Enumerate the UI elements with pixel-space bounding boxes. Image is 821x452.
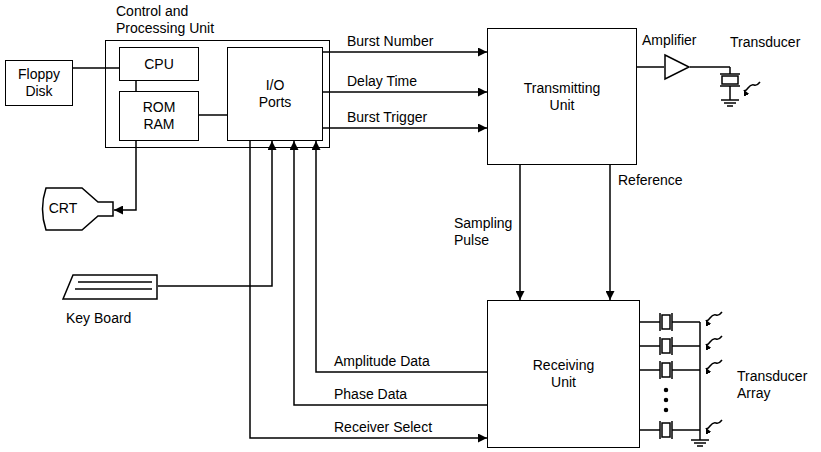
signal-line <box>114 141 136 210</box>
box-label: Transmitting Unit <box>524 80 601 114</box>
amplifier-symbol <box>664 54 690 80</box>
keyboard-symbol <box>63 275 157 299</box>
symbol-label: Amplifier <box>642 32 696 49</box>
wire <box>640 321 660 323</box>
box-label: ROM RAM <box>143 99 176 133</box>
signal-line <box>158 141 272 286</box>
wave-symbol <box>706 420 722 429</box>
wave-symbol <box>706 312 722 321</box>
signal-name: Burst Trigger <box>345 109 429 126</box>
signal-name: Amplitude Data <box>332 353 432 370</box>
signal-name: Receiver Select <box>332 419 434 436</box>
wave-symbol <box>706 360 722 369</box>
transducer-symbol <box>659 421 661 439</box>
box-label: Floppy Disk <box>18 66 60 100</box>
wire <box>672 369 700 371</box>
unit-box: Receiving Unit <box>487 300 640 448</box>
signal-line <box>199 114 227 116</box>
wire <box>699 322 701 440</box>
part-name: Transducer Array <box>735 368 809 402</box>
ground-symbol <box>724 102 736 104</box>
box-label: I/O Ports <box>259 77 292 111</box>
signal-line <box>519 165 521 300</box>
signal-line <box>323 91 487 93</box>
transducer-symbol <box>720 73 740 75</box>
signal-name: Reference <box>616 172 685 189</box>
box-label: Receiving Unit <box>533 357 594 391</box>
io-box: I/O Ports <box>227 47 323 141</box>
signal-line <box>73 67 119 69</box>
signal-line <box>250 141 487 438</box>
transducer-symbol <box>662 363 670 377</box>
ground-symbol <box>694 442 706 444</box>
part-name: Transducer <box>728 34 802 51</box>
wire <box>672 429 700 431</box>
ground-symbol <box>697 445 703 447</box>
signal-name: Delay Time <box>345 73 419 90</box>
wire <box>729 67 731 74</box>
amplifier-symbol <box>665 55 689 79</box>
transducer-symbol <box>722 76 738 84</box>
crt-symbol: CRT <box>38 186 114 232</box>
memory-box: ROM RAM <box>119 91 199 141</box>
transducer-symbol <box>662 315 670 329</box>
ground-symbol <box>721 99 739 101</box>
signal-line <box>637 66 664 68</box>
box-label: Control and Processing Unit <box>116 3 234 37</box>
wire <box>640 345 660 347</box>
transducer-symbol <box>659 337 661 355</box>
wire <box>690 66 730 68</box>
wave-symbol <box>744 82 760 91</box>
transducer-symbol <box>659 313 661 331</box>
ellipsis-dot <box>665 399 668 402</box>
wire <box>729 86 731 100</box>
keyboard-symbol: Key Board <box>62 272 158 330</box>
transducer-symbol <box>662 339 670 353</box>
transducer-symbol <box>659 361 661 379</box>
ellipsis-dot <box>665 389 668 392</box>
wire <box>672 345 700 347</box>
signal-name: Burst Number <box>345 33 435 50</box>
amplifier-symbol: Amplifier <box>664 54 690 80</box>
wire <box>640 369 660 371</box>
unit-box: Transmitting Unit <box>487 28 637 165</box>
ground-symbol <box>727 105 733 107</box>
crt-symbol <box>43 188 114 230</box>
ellipsis-dot <box>665 409 668 412</box>
keyboard-symbol <box>78 281 152 283</box>
connectors <box>73 52 664 438</box>
process-box: CPU <box>119 47 199 81</box>
signal-line <box>323 51 487 53</box>
wave-symbol <box>706 336 722 345</box>
signal-line <box>323 127 487 129</box>
symbol-label: CRT <box>46 200 80 217</box>
wire <box>640 429 660 431</box>
signal-name: Phase Data <box>332 386 409 403</box>
keyboard-symbol <box>75 288 152 290</box>
box-label: CPU <box>144 56 174 73</box>
signal-line <box>294 141 487 405</box>
wire <box>672 321 700 323</box>
storage-box: Floppy Disk <box>5 60 73 106</box>
unit-frame: Control and Processing UnitCPUROM RAMI/O… <box>105 40 330 148</box>
signal-line <box>609 165 611 300</box>
signal-line <box>135 81 137 91</box>
symbol-label: Key Board <box>66 310 131 327</box>
transducer-symbol <box>662 423 670 437</box>
signal-name: Sampling Pulse <box>452 215 514 249</box>
signal-line <box>316 141 487 372</box>
ground-symbol <box>691 439 709 441</box>
